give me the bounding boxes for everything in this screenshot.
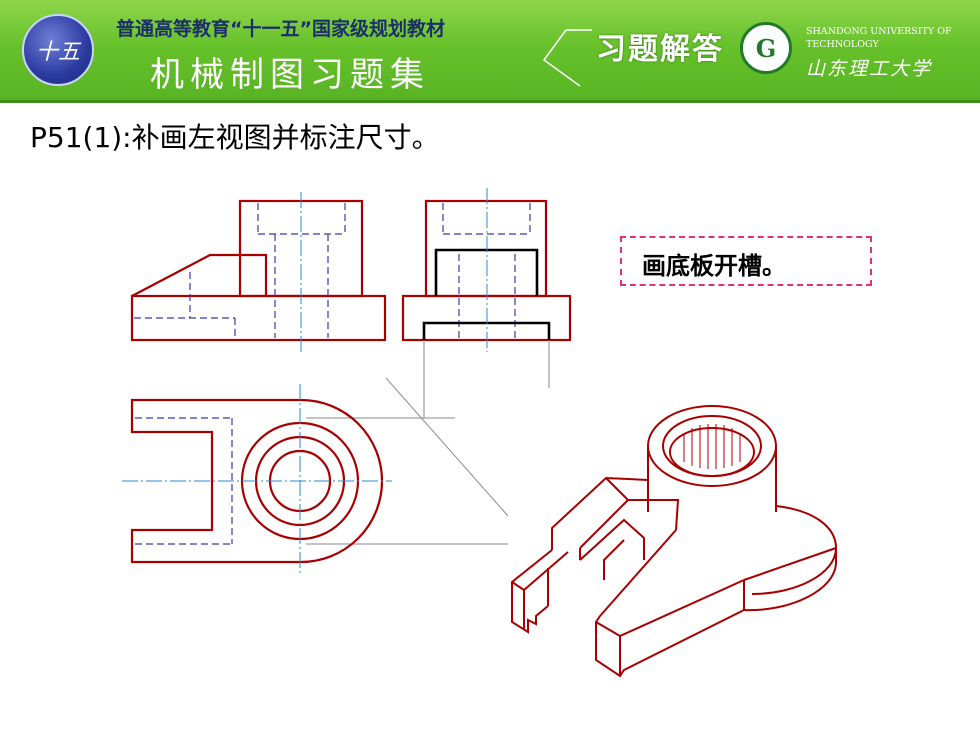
hint-box: 画底板开槽。 bbox=[620, 236, 872, 286]
top-view-hidden-lines bbox=[135, 417, 233, 545]
header-arrow-line bbox=[542, 29, 592, 87]
university-name-en-1: SHANDONG UNIVERSITY OF bbox=[806, 26, 952, 37]
university-logo: G bbox=[740, 22, 792, 74]
textbook-logo-text: 十五 bbox=[35, 40, 80, 65]
hint-text: 画底板开槽。 bbox=[642, 252, 786, 280]
university-logo-text: G bbox=[755, 34, 777, 63]
top-view-centerlines bbox=[122, 384, 392, 575]
textbook-logo: 十五 bbox=[22, 14, 94, 86]
front-view bbox=[130, 199, 387, 342]
university-name-cn: 山东理工大学 bbox=[806, 58, 933, 80]
series-title: 普通高等教育“十一五”国家级规划教材 bbox=[116, 18, 445, 40]
isometric-bore-hatch bbox=[683, 424, 741, 469]
header-banner bbox=[0, 0, 980, 103]
front-view-hidden-lines bbox=[134, 203, 346, 338]
header-divider bbox=[0, 100, 980, 103]
university-name-en-2: TECHNOLOGY bbox=[806, 39, 879, 50]
construction-lines bbox=[306, 340, 550, 545]
problem-title: P51(1):补画左视图并标注尺寸。 bbox=[30, 121, 440, 154]
book-title: 机械制图习题集 bbox=[150, 55, 430, 95]
answers-label: 习题解答 bbox=[596, 32, 724, 67]
isometric-view bbox=[511, 405, 837, 678]
